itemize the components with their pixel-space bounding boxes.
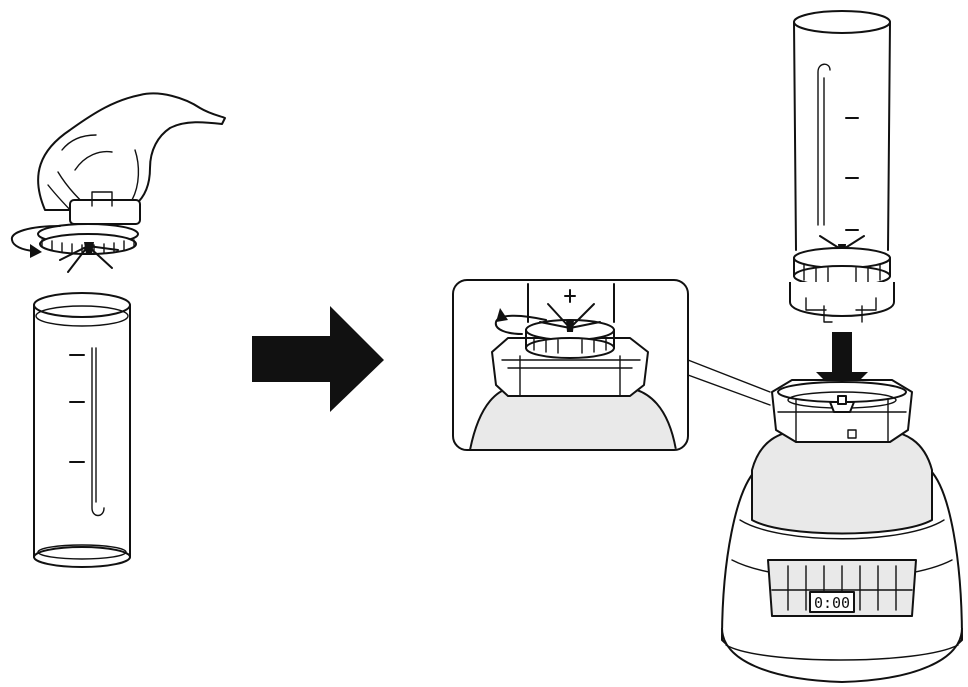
cup-left xyxy=(34,293,130,567)
hand xyxy=(38,93,225,210)
right-arrow-icon xyxy=(252,306,384,412)
hand-with-blade-assembly xyxy=(12,93,225,272)
display-readout: 0:00 xyxy=(814,594,850,612)
blender-base: 0:00 xyxy=(722,380,962,682)
inset-detail xyxy=(453,280,770,450)
blade-base xyxy=(70,200,140,224)
cup-inverted xyxy=(790,11,894,322)
